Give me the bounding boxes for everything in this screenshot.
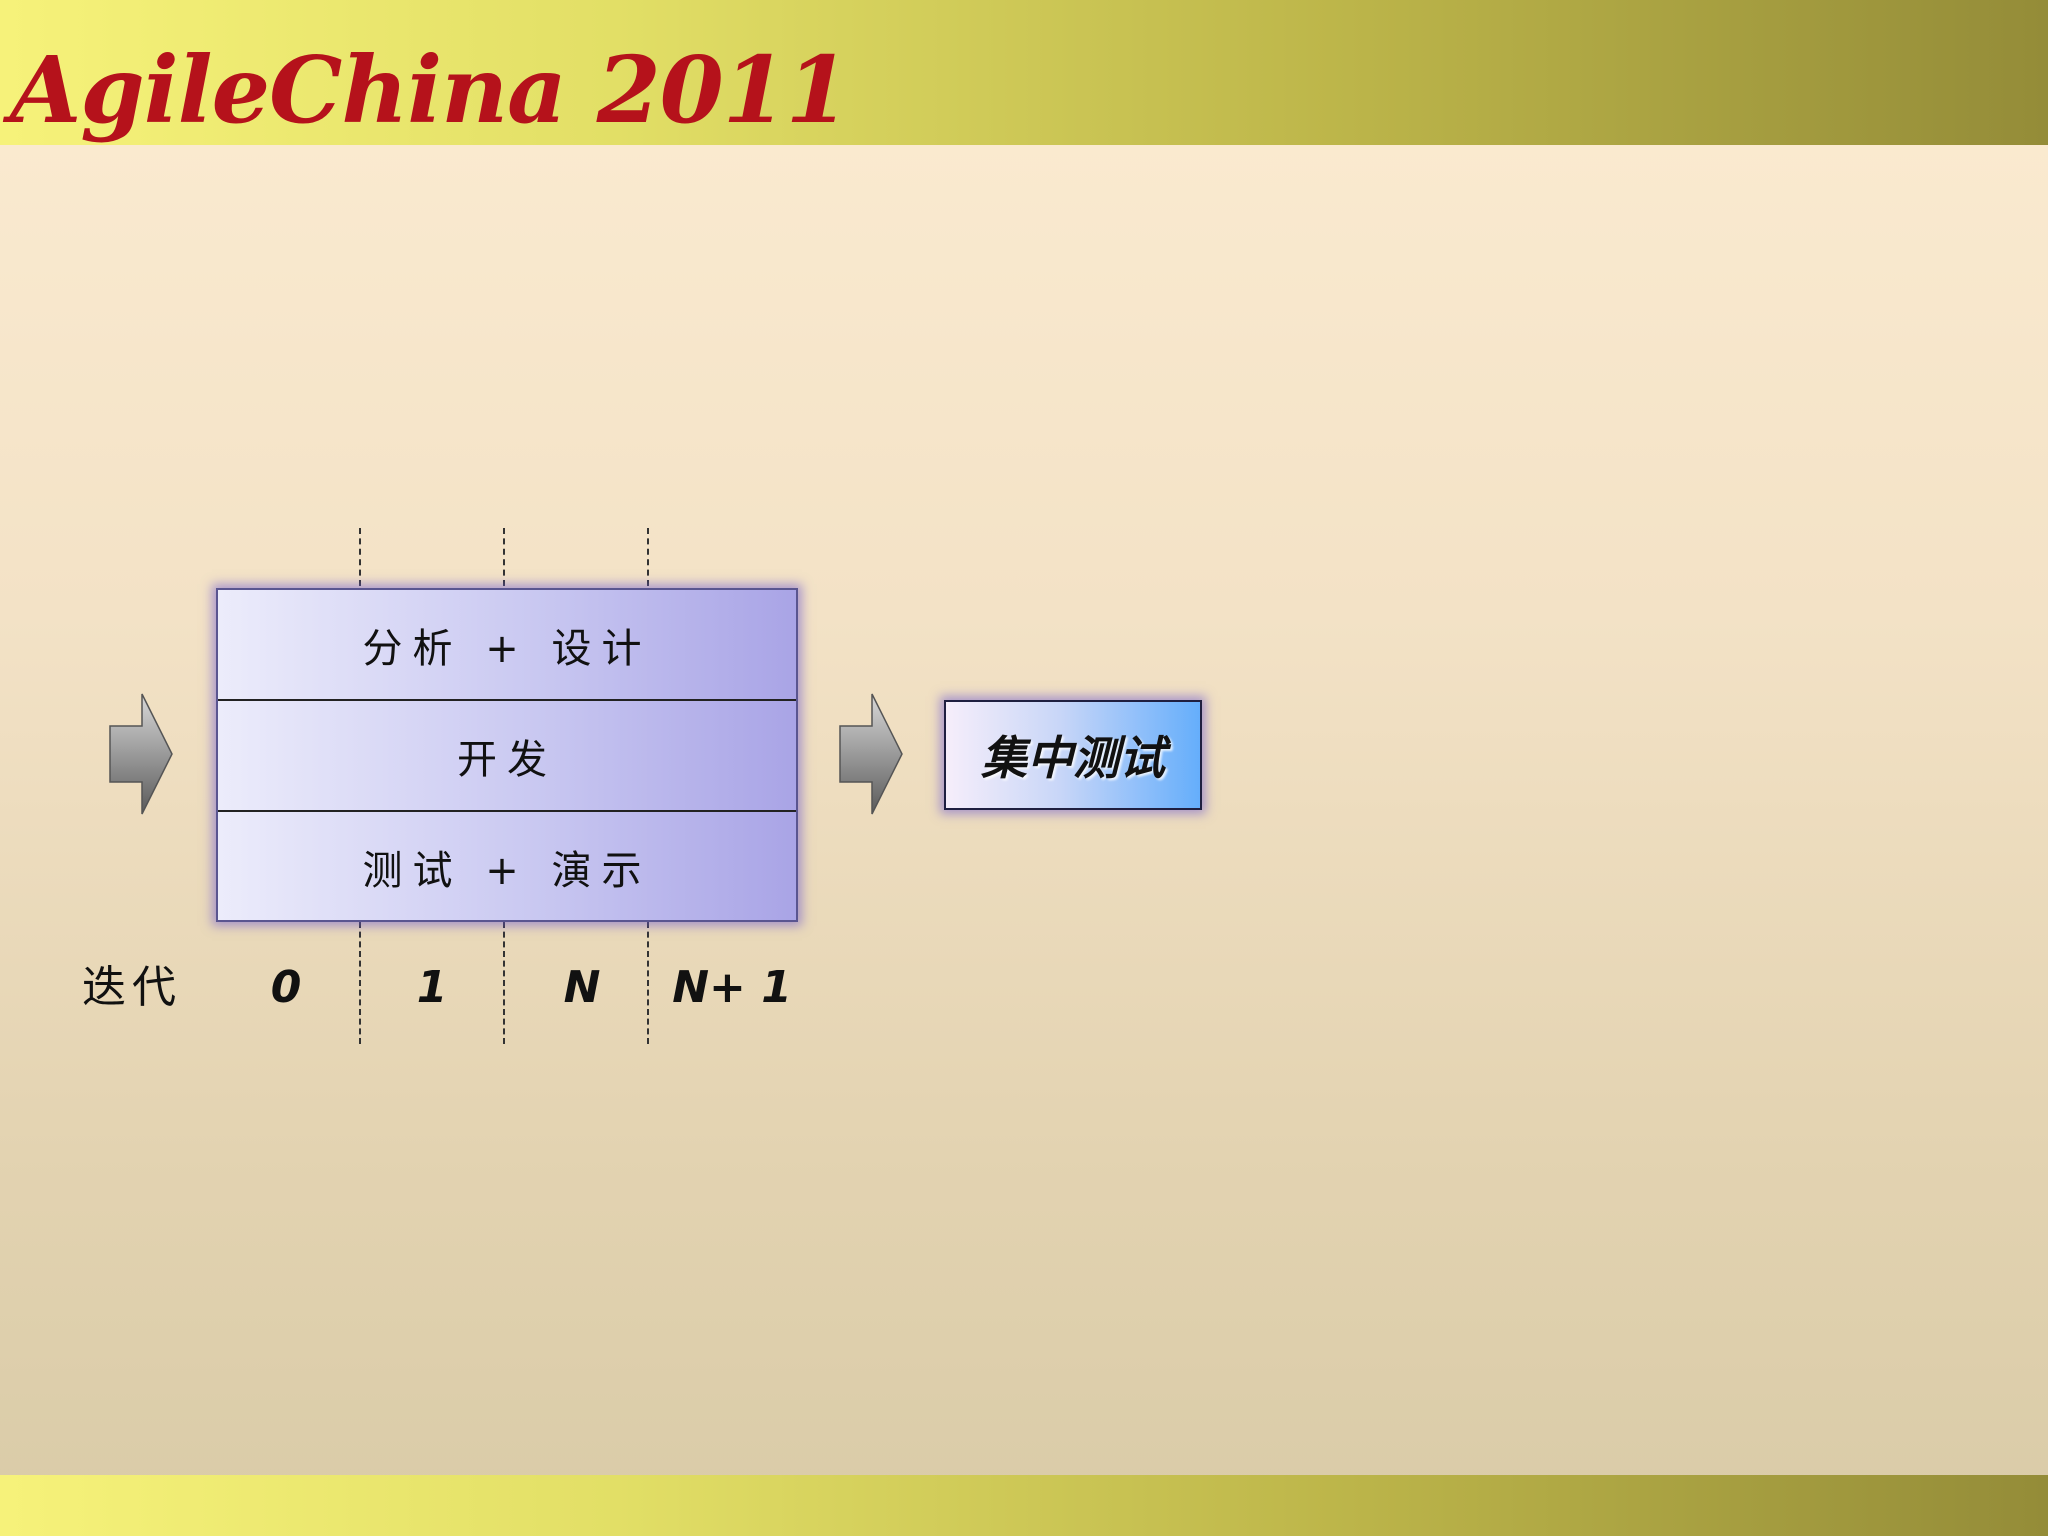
- iteration-divider-bottom: [503, 922, 505, 1044]
- phase-test-demo: 测试 + 演示: [218, 810, 796, 921]
- iteration-divider-top: [503, 528, 505, 586]
- arrow-right-icon: [109, 693, 173, 815]
- iteration-activities-box: 分析 + 设计 开发 测试 + 演示: [216, 588, 798, 922]
- logo: AgileChina 2011: [10, 36, 850, 144]
- iteration-tick: N+ 1: [672, 962, 792, 1013]
- phase-development: 开发: [218, 699, 796, 810]
- iteration-tick: 0: [270, 962, 302, 1013]
- arrow-right-icon: [839, 693, 903, 815]
- centralized-testing-box: 集中测试: [944, 700, 1202, 810]
- header-band: [0, 0, 2048, 145]
- iteration-divider-top: [647, 528, 649, 586]
- iteration-divider-top: [359, 528, 361, 586]
- iteration-divider-bottom: [647, 922, 649, 1044]
- footer-band: [0, 1475, 2048, 1536]
- iteration-axis-label: 迭代: [82, 962, 182, 1013]
- iteration-divider-bottom: [359, 922, 361, 1044]
- iteration-tick: N: [563, 962, 601, 1013]
- phase-analysis-design: 分析 + 设计: [362, 625, 652, 672]
- iteration-tick: 1: [416, 962, 448, 1013]
